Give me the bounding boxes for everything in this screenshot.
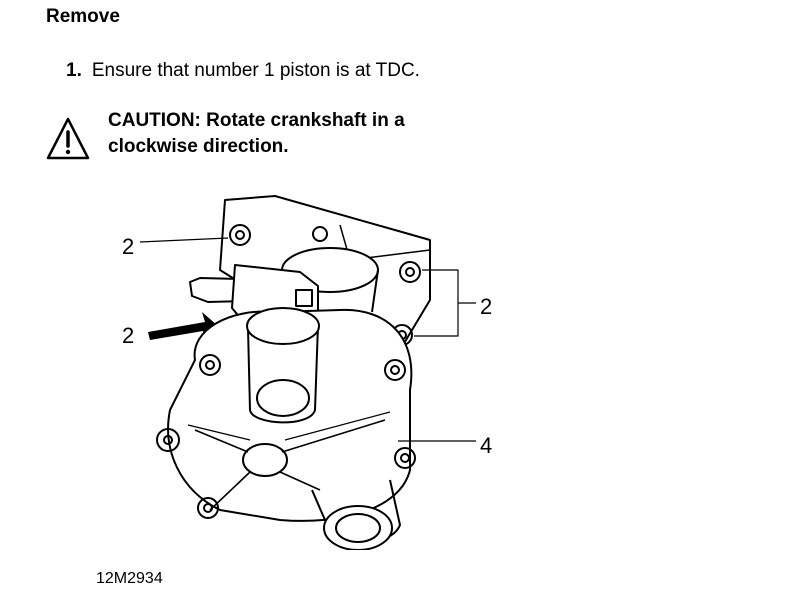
step-1: 1. Ensure that number 1 piston is at TDC… [66,60,420,82]
water-pump-housing-illustration [139,195,476,550]
step-number: 1. [66,60,82,81]
step-text: Ensure that number 1 piston is at TDC. [91,60,420,81]
caution-block: CAUTION: Rotate crankshaft in a clockwis… [46,108,468,162]
callout-label: 2 [480,294,493,319]
warning-triangle-icon [46,117,90,160]
figure-id: 12M2934 [96,570,163,587]
callout-label: 2 [122,234,135,259]
section-heading: Remove [46,6,120,27]
callout-label: 2 [122,323,135,348]
callout-label: 4 [480,433,493,458]
caution-text: CAUTION: Rotate crankshaft in a clockwis… [108,110,405,157]
